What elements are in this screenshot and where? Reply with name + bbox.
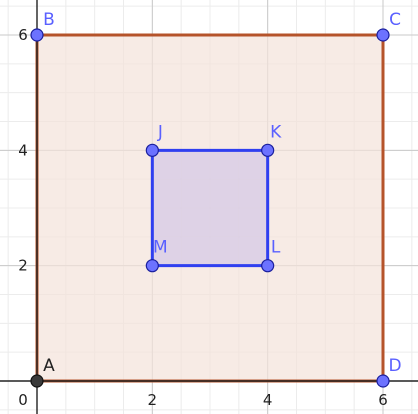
point-b bbox=[30, 28, 44, 42]
point-m bbox=[145, 259, 159, 273]
inner-square bbox=[150, 148, 270, 268]
y-tick-label: 6 bbox=[18, 26, 28, 44]
point-label-c: C bbox=[389, 10, 401, 30]
y-tick-label: 4 bbox=[18, 141, 28, 159]
point-d bbox=[376, 374, 390, 388]
points: A B C D J K L M bbox=[30, 10, 402, 388]
point-l bbox=[261, 259, 275, 273]
x-tick-label: 6 bbox=[378, 391, 388, 409]
y-tick-label: 2 bbox=[18, 257, 28, 275]
point-c bbox=[376, 28, 390, 42]
point-label-l: L bbox=[271, 238, 281, 258]
point-a bbox=[30, 374, 44, 388]
point-label-a: A bbox=[43, 356, 55, 376]
point-label-j: J bbox=[157, 122, 163, 142]
point-label-b: B bbox=[43, 10, 55, 30]
point-label-m: M bbox=[153, 238, 168, 258]
point-k bbox=[261, 143, 275, 157]
point-label-d: D bbox=[388, 356, 401, 376]
x-tick-label: 4 bbox=[263, 391, 273, 409]
x-tick-label: 0 bbox=[18, 391, 28, 409]
tick-labels: 0 2 4 6 2 4 6 bbox=[18, 26, 388, 409]
point-j bbox=[145, 143, 159, 157]
point-label-k: K bbox=[270, 122, 282, 142]
polygons bbox=[35, 33, 385, 383]
x-tick-label: 2 bbox=[148, 391, 158, 409]
